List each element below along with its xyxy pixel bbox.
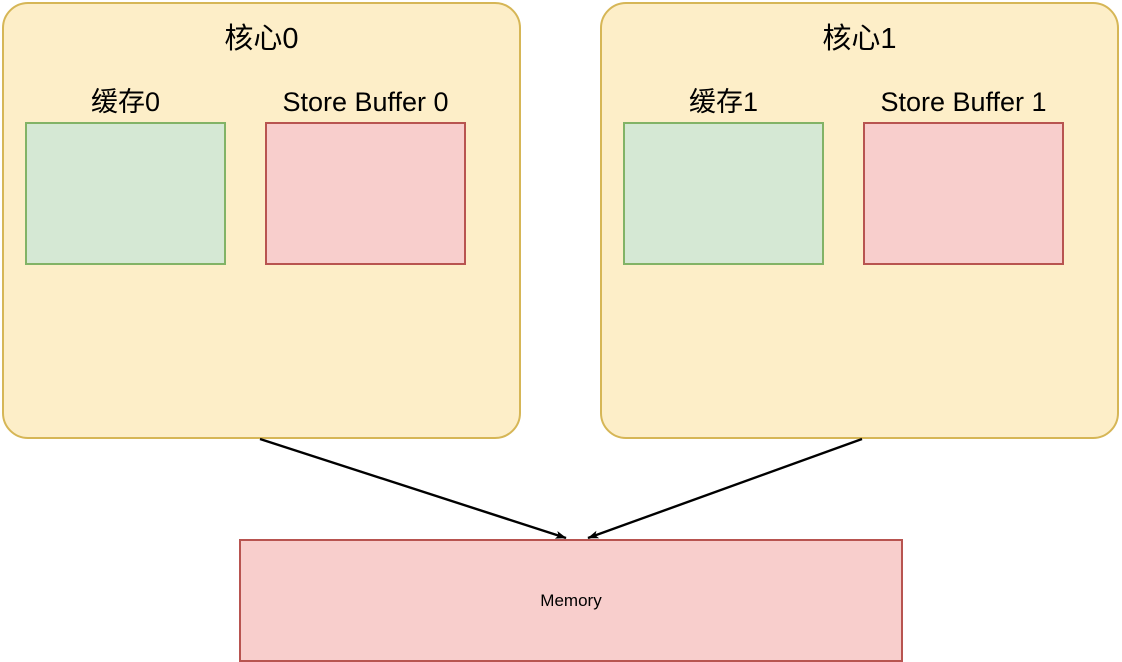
memory-label: Memory <box>540 590 602 610</box>
core-0-cache-box[interactable] <box>25 122 226 265</box>
core-0-container[interactable]: 核心0 缓存0 Store Buffer 0 <box>2 2 521 439</box>
arrow-core-1-to-memory <box>587 437 863 540</box>
core-1-cache-box[interactable] <box>623 122 824 265</box>
core-1-title: 核心1 <box>822 23 897 55</box>
core-0-store-buffer-box[interactable] <box>265 122 466 265</box>
core-0-store-buffer-label: Store Buffer 0 <box>282 87 449 117</box>
arrow-core-0-to-memory <box>259 437 567 540</box>
core-1-store-buffer-label: Store Buffer 1 <box>880 87 1047 117</box>
core-1-container[interactable]: 核心1 缓存1 Store Buffer 1 <box>600 2 1119 439</box>
core-1-store-buffer-box[interactable] <box>863 122 1064 265</box>
memory-box[interactable]: Memory <box>239 539 903 662</box>
core-1-cache-label: 缓存1 <box>688 87 759 117</box>
core-0-title: 核心0 <box>224 23 299 55</box>
core-0-cache-label: 缓存0 <box>90 87 161 117</box>
